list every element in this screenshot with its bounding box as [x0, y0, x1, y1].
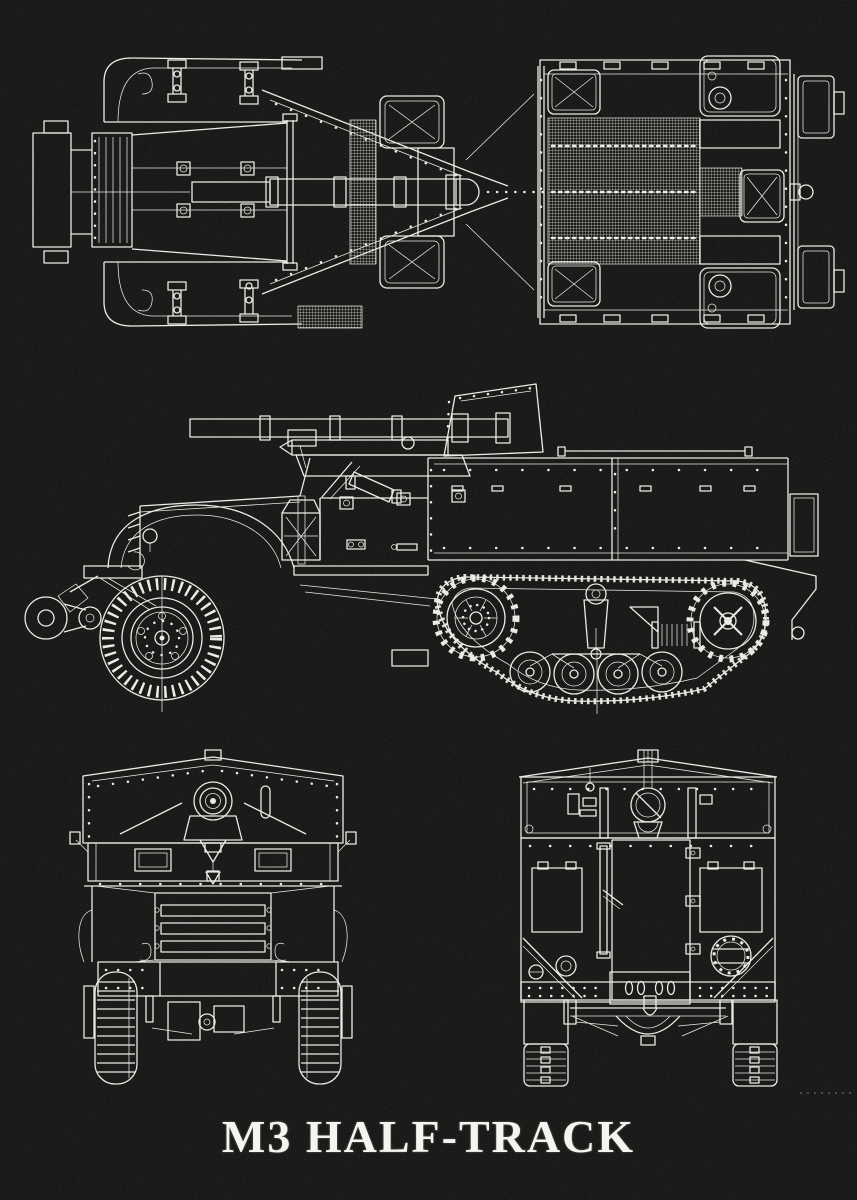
side-view-gun: [189, 412, 511, 477]
top-view-drawing: [32, 55, 845, 329]
side-view-track-assembly: [299, 574, 770, 714]
side-view-front-wheel: [99, 504, 429, 712]
top-view-crew-compartment: [261, 56, 535, 329]
front-view-bumper: [97, 961, 339, 1041]
rear-view-roof: [518, 749, 778, 839]
side-view-hood-front: [83, 495, 301, 611]
top-view-front-end: [32, 57, 303, 327]
top-view-cargo-bed: [537, 55, 845, 329]
front-view-gun: [183, 781, 243, 885]
front-view-drawing: [69, 749, 357, 1085]
rear-view-track-right: [732, 999, 778, 1087]
rear-view-axle: [563, 999, 733, 1046]
front-view-gun-shield: [82, 749, 344, 844]
rear-view-spare-wheel: [710, 935, 752, 977]
side-view-drawing: [24, 383, 819, 714]
rear-view-drawing: [518, 749, 852, 1094]
side-view-gun-shield: [443, 383, 544, 457]
side-view-roller: [24, 575, 102, 640]
poster-title: M3 HALF-TRACK: [221, 1111, 636, 1162]
front-view-radiator-armor: [95, 885, 331, 963]
front-view-hull: [69, 831, 357, 963]
rear-view-door: [596, 839, 701, 1001]
front-view-wheel-left: [83, 971, 138, 1085]
front-view-wheel-right: [298, 971, 353, 1085]
side-view-cab: [281, 429, 466, 565]
side-view-armored-body: [428, 446, 789, 561]
rear-view-track-left: [523, 999, 569, 1087]
